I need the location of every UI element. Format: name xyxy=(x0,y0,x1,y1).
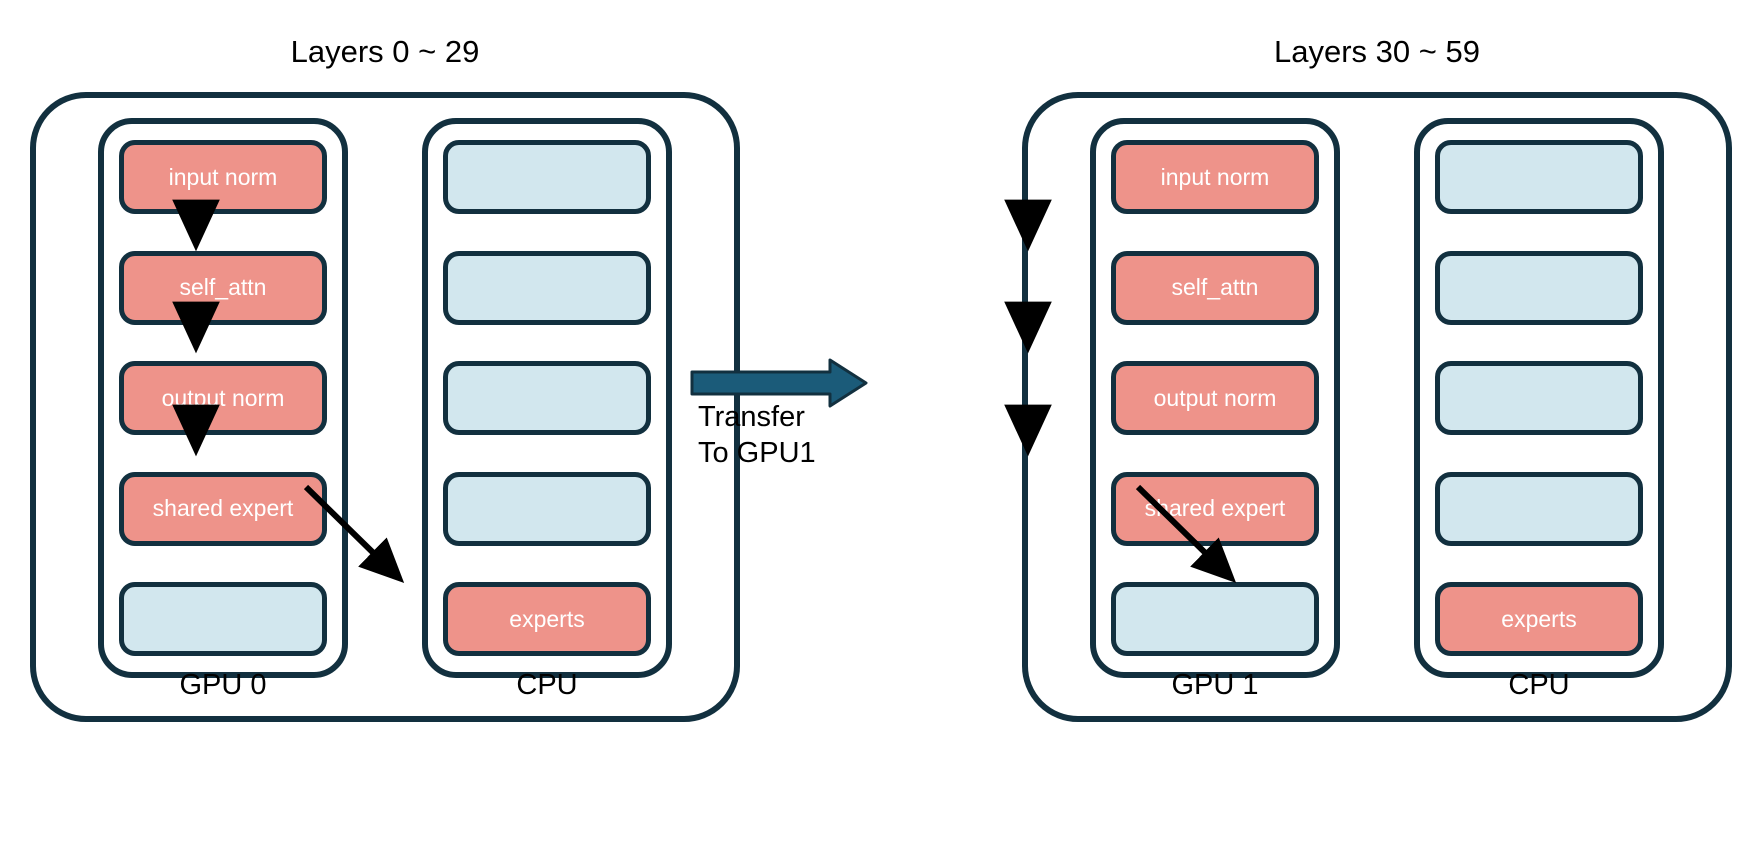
block-shared-expert-2[interactable]: shared expert xyxy=(1111,471,1319,546)
label-gpu-0: GPU 0 xyxy=(179,669,267,701)
block-cpu-empty-2[interactable] xyxy=(443,250,651,325)
panel-layers-30-59: Layers 30 ~ 59 input norm self_attn outp… xyxy=(1022,34,1732,722)
block-cpu2-empty-4[interactable] xyxy=(1435,471,1643,546)
transfer-label-line1: Transfer xyxy=(698,401,805,433)
block-experts-2[interactable]: experts xyxy=(1435,582,1643,656)
block-input-norm-2[interactable]: input norm xyxy=(1111,140,1319,214)
device-labels-right: GPU 1 CPU xyxy=(1022,664,1732,712)
panel-layers-0-29: Layers 0 ~ 29 input norm self_attn outpu… xyxy=(30,34,740,722)
block-shared-expert[interactable]: shared expert xyxy=(119,471,327,546)
cpu-column-0: experts xyxy=(422,118,672,678)
cpu-column-1: experts xyxy=(1414,118,1664,678)
gpu-column-1: input norm self_attn output norm shared … xyxy=(1090,118,1340,678)
gpu-column-0: input norm self_attn output norm shared … xyxy=(98,118,348,678)
block-input-norm[interactable]: input norm xyxy=(119,140,327,214)
block-cpu-empty-3[interactable] xyxy=(443,361,651,435)
block-cpu2-empty-3[interactable] xyxy=(1435,361,1643,435)
columns-right: input norm self_attn output norm shared … xyxy=(1022,118,1732,678)
panel-title-right: Layers 30 ~ 59 xyxy=(1274,34,1480,69)
block-cpu-empty-4[interactable] xyxy=(443,471,651,546)
columns-left: input norm self_attn output norm shared … xyxy=(30,118,740,678)
label-cpu-right: CPU xyxy=(1508,669,1570,701)
block-cpu2-empty-2[interactable] xyxy=(1435,250,1643,325)
block-output-norm[interactable]: output norm xyxy=(119,361,327,435)
block-cpu-empty-1[interactable] xyxy=(443,140,651,214)
block-self-attn-2[interactable]: self_attn xyxy=(1111,250,1319,325)
transfer-annotation: Transfer To GPU1 xyxy=(690,365,890,505)
block-gpu-empty[interactable] xyxy=(119,582,327,656)
block-cpu2-empty-1[interactable] xyxy=(1435,140,1643,214)
block-gpu-empty-2[interactable] xyxy=(1111,582,1319,656)
label-gpu-1: GPU 1 xyxy=(1171,669,1259,701)
panel-title-left: Layers 0 ~ 29 xyxy=(290,34,480,69)
transfer-label: Transfer To GPU1 xyxy=(698,399,884,471)
device-labels-left: GPU 0 CPU xyxy=(30,664,740,712)
block-experts[interactable]: experts xyxy=(443,582,651,656)
block-self-attn[interactable]: self_attn xyxy=(119,250,327,325)
label-cpu-left: CPU xyxy=(516,669,578,701)
block-output-norm-2[interactable]: output norm xyxy=(1111,361,1319,435)
transfer-label-line2: To GPU1 xyxy=(698,437,816,469)
